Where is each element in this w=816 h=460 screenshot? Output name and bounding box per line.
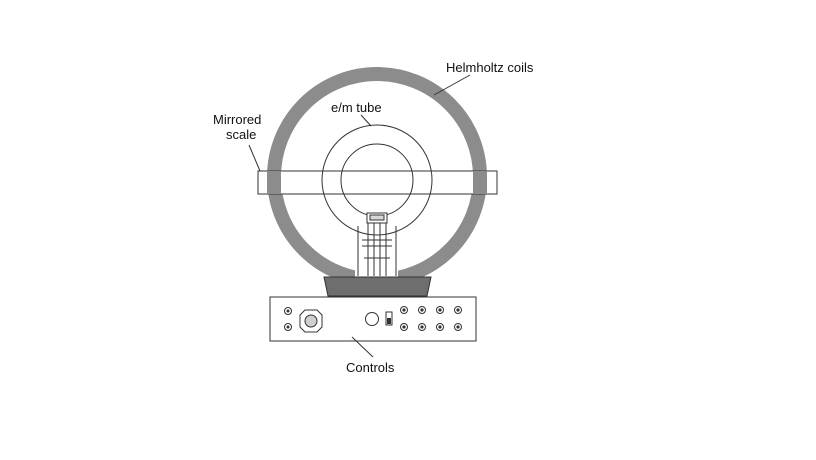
em-tube-outer <box>321 124 433 236</box>
tube-connector[interactable] <box>299 309 323 333</box>
electron-gun <box>362 212 392 276</box>
label-controls: Controls <box>346 360 395 375</box>
right-jacks-top-row[interactable] <box>400 306 462 314</box>
leader-mirrored-scale <box>248 144 261 172</box>
coil-over-scale <box>267 171 487 194</box>
leader-em-tube <box>360 114 372 127</box>
em-tube <box>321 124 433 278</box>
label-helmholtz-coils: Helmholtz coils <box>446 60 534 75</box>
leader-lines <box>248 74 471 358</box>
label-mirrored-scale-line1: Mirrored <box>213 112 261 127</box>
leader-controls <box>351 336 374 358</box>
label-em-tube: e/m tube <box>331 100 382 115</box>
leader-helmholtz <box>433 74 471 96</box>
adjustment-knob[interactable] <box>365 312 379 326</box>
base-pedestal <box>323 276 432 297</box>
mirrored-scale-bar <box>257 170 498 195</box>
label-mirrored-scale-line2: scale <box>226 127 256 142</box>
right-jacks-bottom-row[interactable] <box>400 323 462 331</box>
control-panel <box>269 296 477 342</box>
toggle-switch[interactable] <box>385 311 393 326</box>
